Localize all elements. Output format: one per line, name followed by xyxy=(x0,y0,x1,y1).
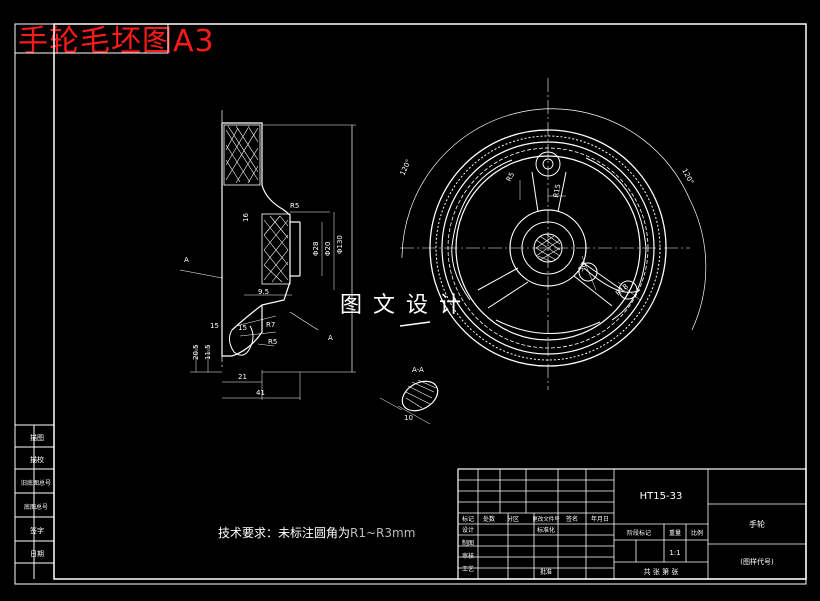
requirements-label: 技术要求：未标注圆角为 xyxy=(218,526,351,540)
watermark-text: 图文设计 xyxy=(340,293,473,318)
section-aa-dim: 10 xyxy=(404,414,413,422)
svg-text:9.5: 9.5 xyxy=(258,288,269,296)
svg-text:签名: 签名 xyxy=(566,515,578,523)
svg-text:Φ28: Φ28 xyxy=(312,242,320,256)
svg-text:批准: 批准 xyxy=(540,568,552,576)
svg-text:工艺: 工艺 xyxy=(462,565,474,573)
strip-label: 日期 xyxy=(30,550,44,558)
svg-text:设计: 设计 xyxy=(462,526,474,534)
section-dims: Φ130 Φ28 Φ20 16 9.5 R7 R5 15 15 20.5 11.… xyxy=(184,202,344,397)
sheet-count: 共 张 第 张 xyxy=(644,567,679,576)
svg-text:Φ20: Φ20 xyxy=(324,242,332,256)
front-dims: 120° 120° R5 R15 30 R18 xyxy=(399,158,696,297)
svg-text:R15: R15 xyxy=(552,183,562,198)
svg-text:A: A xyxy=(184,256,189,264)
front-view xyxy=(399,78,707,390)
technical-requirements: 技术要求：未标注圆角为R1~R3mm xyxy=(218,524,415,541)
inner-border xyxy=(53,23,807,580)
strip-label: 底图总号 xyxy=(24,503,48,511)
title-block-text: HT15-33 手轮 (图样代号) 1:1 共 张 第 张 阶段标记 重量 比例… xyxy=(462,491,774,576)
svg-text:比例: 比例 xyxy=(691,529,703,537)
left-strip: 描图 描校 旧底图总号 底图总号 签字 日期 xyxy=(15,424,54,579)
drawing-number: (图样代号) xyxy=(740,557,774,566)
svg-text:R5: R5 xyxy=(268,338,277,346)
svg-text:重量: 重量 xyxy=(669,529,681,537)
svg-text:16: 16 xyxy=(242,213,250,222)
svg-text:120°: 120° xyxy=(680,167,695,186)
svg-text:15: 15 xyxy=(210,322,219,330)
svg-text:更改文件号: 更改文件号 xyxy=(532,515,560,523)
section-aa xyxy=(379,379,439,425)
strip-label: 旧底图总号 xyxy=(21,479,51,487)
svg-text:21: 21 xyxy=(238,373,247,381)
part-name: 手轮 xyxy=(749,519,765,529)
scale-value: 1:1 xyxy=(669,549,680,557)
svg-text:Φ130: Φ130 xyxy=(336,235,344,254)
svg-text:R5: R5 xyxy=(505,171,517,183)
svg-text:标记: 标记 xyxy=(462,515,474,523)
requirements-value: R1~R3mm xyxy=(350,526,416,540)
svg-text:审核: 审核 xyxy=(462,552,474,560)
strip-label: 描图 xyxy=(30,433,44,442)
strip-label: 描校 xyxy=(30,455,44,464)
svg-text:年月日: 年月日 xyxy=(591,515,609,523)
strip-label: 签字 xyxy=(30,526,44,535)
svg-text:120°: 120° xyxy=(399,158,413,177)
svg-text:R7: R7 xyxy=(266,321,275,329)
section-view xyxy=(179,110,356,400)
svg-text:41: 41 xyxy=(256,389,265,397)
material-code: HT15-33 xyxy=(640,491,683,502)
svg-text:R5: R5 xyxy=(290,202,299,210)
svg-text:A: A xyxy=(328,334,333,342)
title-block xyxy=(457,468,807,580)
svg-text:15: 15 xyxy=(238,324,247,332)
svg-text:阶段标记: 阶段标记 xyxy=(627,529,651,537)
svg-text:处数: 处数 xyxy=(483,515,495,523)
svg-text:制图: 制图 xyxy=(462,539,474,547)
svg-text:标准化: 标准化 xyxy=(537,526,555,534)
svg-text:11.5: 11.5 xyxy=(204,344,212,360)
svg-text:分区: 分区 xyxy=(507,515,519,523)
svg-text:30: 30 xyxy=(577,261,588,273)
svg-text:20.5: 20.5 xyxy=(192,344,200,360)
section-aa-label: A-A xyxy=(412,366,424,374)
